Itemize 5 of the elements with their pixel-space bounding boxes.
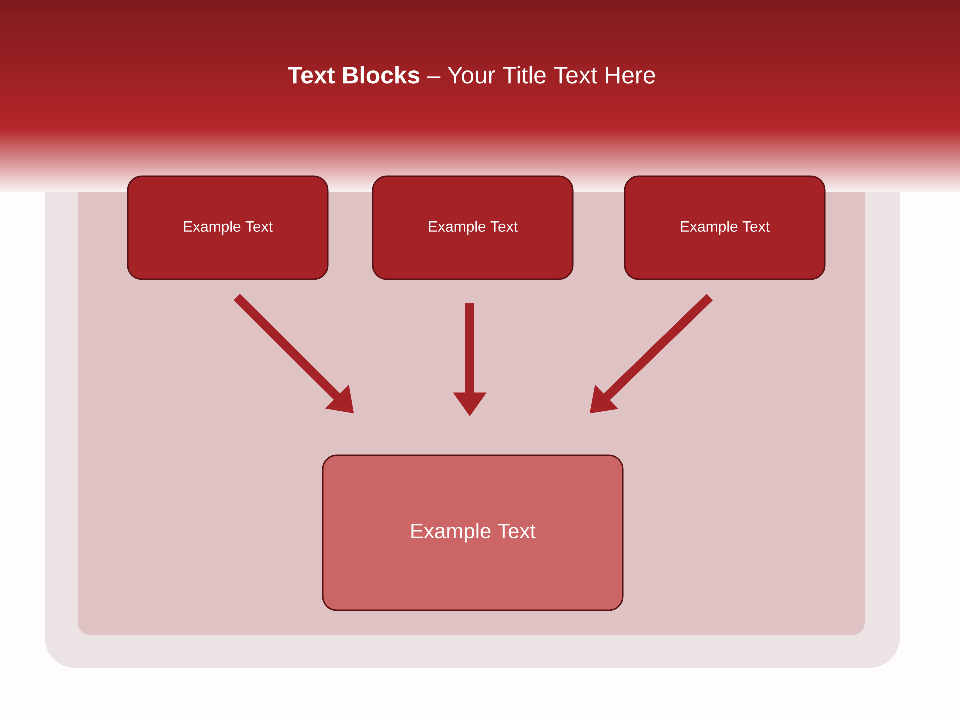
text-box: Example Text	[372, 176, 574, 280]
title: Text Blocks – Your Title Text Here	[288, 66, 656, 84]
text-box: Example Text	[624, 176, 826, 280]
text-box: Example Text	[127, 176, 329, 280]
text-box: Example Text	[322, 454, 624, 612]
